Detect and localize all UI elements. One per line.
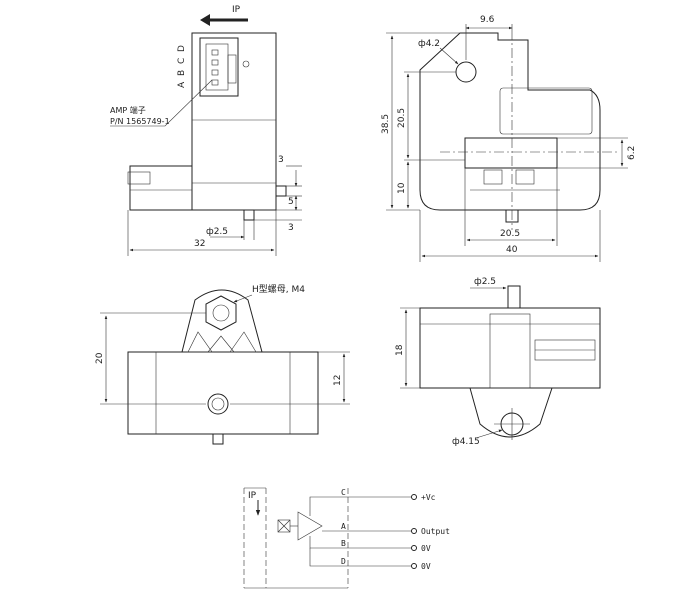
base-left — [129, 165, 193, 211]
signal-0v-1: 0V — [421, 544, 431, 553]
dim-205-horizontal: 20.5 — [500, 229, 520, 239]
dim-3-bottom: 3 — [288, 223, 294, 233]
pin-label-d: D — [341, 557, 346, 566]
signal-vc: +Vc — [421, 493, 436, 502]
top-housing — [127, 351, 319, 435]
terminal-c — [411, 494, 417, 500]
terminal-a — [411, 528, 417, 534]
hex-nut-icon — [205, 295, 237, 331]
top-view: H型螺母, M4 20 12 — [95, 284, 350, 445]
dim-96: 9.6 — [480, 15, 495, 25]
nut-label: H型螺母, M4 — [252, 284, 305, 295]
front-view: IP A B C D AMP 端子 P/N 1565749-1 — [110, 5, 302, 256]
bottom-view: ф2.5 18 ф4.15 — [395, 277, 601, 447]
pin-label-a: A — [341, 522, 346, 531]
pin-letter-c: C — [177, 58, 187, 64]
pin-letter-b: B — [177, 70, 187, 76]
bottom-pin — [243, 209, 255, 221]
mounting-hole — [455, 61, 477, 83]
terminal-d — [411, 563, 417, 569]
dim-3-top: 3 — [278, 155, 284, 165]
amp-connector — [199, 37, 239, 97]
side-view: ф4.2 9.6 38.5 20.5 10 6.2 20.5 40 — [381, 15, 637, 262]
ip-label: IP — [232, 5, 241, 15]
schematic: IP C A B D +Vc Output 0V 0V — [243, 487, 450, 589]
dim-62: 6.2 — [627, 146, 637, 160]
amp-label: AMP 端子 — [110, 105, 146, 115]
dim-phi415: ф4.15 — [452, 437, 480, 447]
signal-output: Output — [421, 527, 450, 536]
dim-phi42: ф4.2 — [418, 39, 440, 49]
mounting-lug — [469, 387, 553, 438]
housing-body — [191, 32, 277, 211]
pin-letters: A B C D — [177, 45, 187, 88]
pin-label-b: B — [341, 539, 346, 548]
signal-0v-2: 0V — [421, 562, 431, 571]
pn-label: P/N 1565749-1 — [110, 117, 170, 126]
pin-letter-d: D — [177, 45, 187, 52]
dim-205-vertical: 20.5 — [397, 108, 407, 128]
dim-phi25-front: ф2.5 — [206, 227, 228, 237]
dim-phi25-bottom: ф2.5 — [474, 277, 496, 287]
bottom-housing — [419, 307, 601, 389]
schematic-ip-label: IP — [248, 491, 257, 501]
dim-18: 18 — [395, 344, 405, 356]
arrow-head-icon — [200, 14, 210, 26]
side-housing — [419, 32, 601, 211]
side-pin — [275, 185, 287, 197]
terminal-hole — [207, 393, 229, 415]
dim-5: 5 — [288, 197, 294, 207]
terminal-b — [411, 545, 417, 551]
dim-20: 20 — [95, 352, 105, 364]
pin-label-c: C — [341, 488, 346, 497]
pin-letter-a: A — [177, 81, 187, 88]
dim-12: 12 — [333, 375, 343, 386]
nut-ear — [181, 289, 263, 353]
amplifier-icon — [297, 511, 323, 541]
dim-32: 32 — [194, 239, 205, 249]
dim-385: 38.5 — [381, 114, 391, 134]
dim-40: 40 — [506, 245, 518, 255]
dim-10: 10 — [397, 182, 407, 194]
